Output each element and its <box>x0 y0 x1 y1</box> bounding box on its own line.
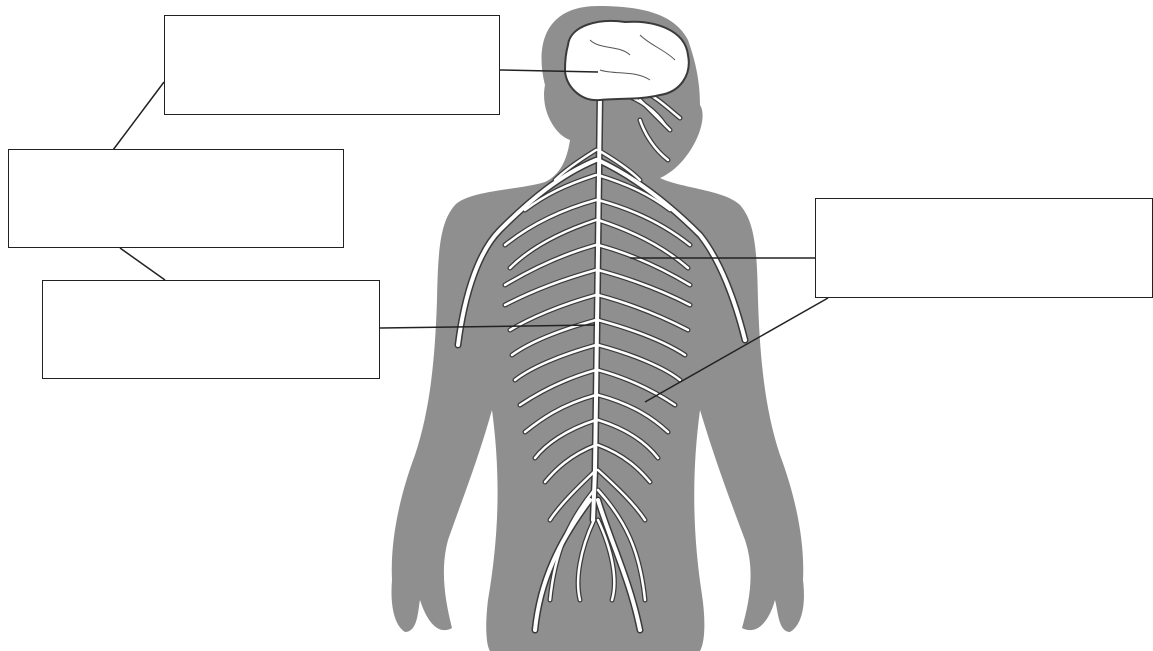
label-box-nerves[interactable] <box>815 198 1153 298</box>
label-box-spinal-cord[interactable] <box>42 280 380 379</box>
label-box-cns[interactable] <box>8 149 344 248</box>
brain <box>565 21 689 100</box>
leader-line-cns-bottom <box>120 248 165 280</box>
label-box-brain[interactable] <box>164 15 500 115</box>
leader-line-cns-top <box>113 82 164 150</box>
